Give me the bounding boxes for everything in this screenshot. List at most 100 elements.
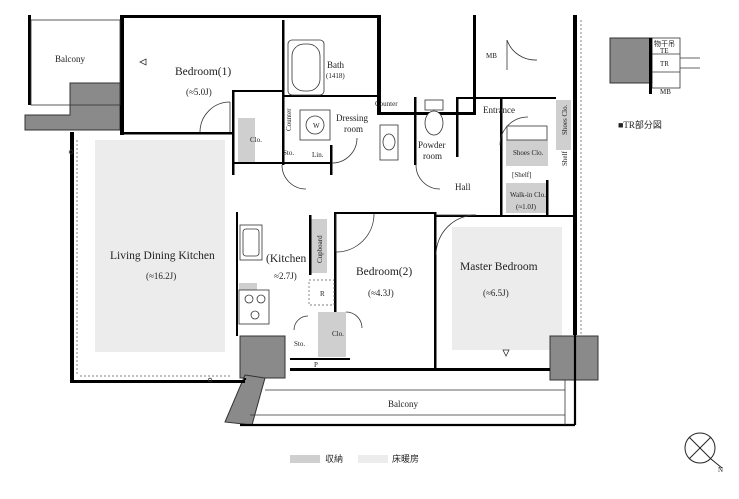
door-dressing (331, 137, 358, 164)
cupboard-storage (311, 219, 327, 273)
clo-b1-storage (238, 118, 255, 163)
legend-floor-heating-label: 床暖房 (392, 453, 419, 464)
wall (500, 215, 575, 217)
compass-icon: N (684, 432, 723, 474)
legend-floor-heating-swatch (358, 455, 388, 463)
shoes-clo-label: Shoes Clo. (513, 149, 544, 157)
compass-north-label: N (718, 466, 723, 474)
door-sto (293, 315, 309, 331)
tr-pillar (609, 37, 653, 84)
wall (330, 145, 333, 175)
pillar-kitchen (239, 335, 286, 379)
legend-storage-label: 収納 (325, 453, 343, 464)
bedroom1-label: Bedroom(1) (175, 66, 231, 78)
tr-mb-label: MB (660, 88, 671, 96)
pipe-label: P (314, 361, 318, 369)
wall (434, 212, 437, 368)
wall (456, 97, 459, 157)
tr-inset-title: ■TR部分図 (618, 119, 662, 130)
master-bedroom-size: (≈6.5J) (483, 288, 509, 298)
wall (456, 97, 556, 99)
refrigerator-label: R (320, 290, 325, 298)
wall (28, 15, 31, 105)
refrigerator-space (308, 279, 335, 306)
counter-vertical-label: Counter (285, 108, 293, 131)
wall (336, 212, 436, 214)
arrow-marker (139, 58, 147, 66)
wall (290, 358, 350, 360)
walkin-size: (≈1.0J) (516, 203, 537, 211)
powder-room-label: Powder (418, 140, 446, 150)
bath-label: Bath (327, 60, 344, 70)
balcony-top-outline (30, 19, 121, 106)
legend-storage-swatch (290, 455, 320, 463)
tr-label: TR (660, 60, 669, 68)
ldk-size: (≈16.2J) (146, 271, 176, 281)
dressing-room-label: Dressing (336, 113, 368, 123)
vanity (379, 124, 399, 161)
door-bedroom1 (199, 101, 231, 133)
wall (309, 215, 312, 275)
balcony-bottom-label: Balcony (388, 399, 418, 409)
door-clo-b2 (345, 311, 363, 329)
door-master (435, 214, 477, 256)
door-ldk (281, 164, 307, 190)
dressing-room-label-2: room (344, 124, 363, 134)
ldk-floor-heating (95, 140, 225, 352)
wall (70, 132, 74, 382)
kitchen-size: ≈2.7J) (274, 271, 297, 281)
walkin-storage (506, 183, 546, 213)
wall (234, 162, 294, 164)
counter-label: Counter (375, 100, 398, 108)
shoes-clo-vertical-label: Shoes Clo. (561, 104, 569, 135)
tr-label-1: 物干吊 (654, 39, 675, 48)
bedroom2-label: Bedroom(2) (356, 266, 412, 278)
wall (500, 97, 503, 217)
cooktop (238, 289, 270, 325)
shelf-label: [Shelf] (512, 171, 531, 179)
tr-label-2: TE (660, 47, 669, 55)
wall (236, 212, 238, 336)
wall (120, 15, 124, 135)
shelf-vertical-label: Shelf (561, 151, 569, 166)
wall (377, 15, 381, 115)
wall (334, 212, 337, 312)
wall (473, 15, 476, 115)
wall (124, 15, 380, 18)
bath-size: (1418) (326, 72, 345, 80)
bedroom1-size: (≈5.0J) (186, 87, 212, 97)
arrow-marker (502, 349, 510, 357)
ldk-label: Living Dining Kitchen (110, 250, 215, 262)
door-powder (415, 164, 441, 190)
wall (234, 90, 282, 92)
master-bedroom-label: Master Bedroom (460, 261, 538, 273)
wall (124, 132, 234, 135)
wall (573, 15, 577, 335)
kitchen-label: (Kitchen (266, 253, 306, 265)
pillar-top-left (24, 82, 121, 131)
toilet-tank (424, 99, 444, 111)
wall (436, 215, 502, 217)
storage-k-label: Sto. (294, 340, 305, 348)
wall (546, 180, 549, 217)
door-bedroom2 (335, 213, 375, 253)
walkin-label: Walk-in Clo. (510, 191, 546, 199)
wall (70, 380, 245, 383)
powder-room-label-2: room (423, 151, 442, 161)
storage-b1-label: Sto. (283, 149, 294, 157)
wall (290, 368, 550, 371)
wall (232, 90, 235, 175)
bedroom2-size: (≈4.3J) (368, 288, 394, 298)
clo-b2-label: Clo. (332, 330, 344, 338)
washer-label: W (313, 122, 320, 130)
master-floor-heating (452, 227, 562, 350)
cupboard-label: Cupboard (316, 235, 324, 263)
balcony-top-label: Balcony (55, 54, 85, 64)
toilet (424, 110, 444, 136)
wall (284, 95, 378, 97)
clo-b1-label: Clo. (250, 136, 262, 144)
wall (414, 97, 417, 165)
shoes-clo-storage (506, 140, 548, 166)
